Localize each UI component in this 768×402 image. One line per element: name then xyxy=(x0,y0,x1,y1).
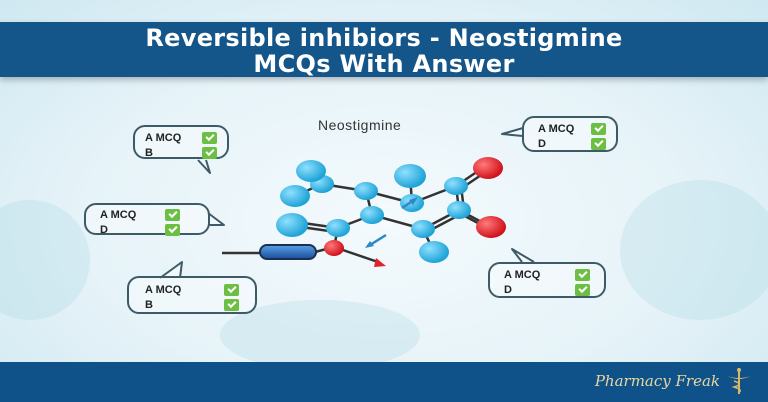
check-icon xyxy=(165,208,180,221)
check-icon xyxy=(224,298,239,311)
check-icon xyxy=(165,223,180,236)
mcq-bubble: A MCQ D xyxy=(488,262,606,298)
title-line-2: MCQs With Answer xyxy=(253,50,515,78)
bubble-line-1: A MCQ xyxy=(538,122,575,135)
mcq-bubble: A MCQ D xyxy=(522,116,618,152)
molecule-title: Neostigmine xyxy=(318,117,402,133)
check-icon xyxy=(202,146,217,159)
background-blob xyxy=(620,180,768,320)
check-icon xyxy=(591,137,606,150)
mcq-bubble: A MCQ D xyxy=(84,203,210,236)
mcq-bubble: A MCQ B xyxy=(133,125,229,159)
mcq-bubble: A MCQ B xyxy=(127,276,257,314)
title-banner: Reversible inhibiors - Neostigmine MCQs … xyxy=(0,22,768,77)
bubble-line-2: D xyxy=(538,137,546,150)
check-icon xyxy=(575,283,590,296)
check-icon xyxy=(591,122,606,135)
check-icon xyxy=(575,268,590,281)
bubble-line-1: A MCQ xyxy=(145,131,182,144)
bubble-line-1: A MCQ xyxy=(100,208,137,221)
caduceus-logo-icon xyxy=(727,368,751,394)
bubble-line-2: B xyxy=(145,298,153,311)
bubble-line-2: D xyxy=(504,283,512,296)
footer-bar xyxy=(0,362,768,402)
background-blob xyxy=(220,300,420,370)
bubble-line-2: B xyxy=(145,146,153,159)
bubble-line-1: A MCQ xyxy=(145,283,182,296)
brand-name: Pharmacy Freak xyxy=(594,372,720,390)
title-line-1: Reversible inhibiors - Neostigmine xyxy=(145,24,623,52)
check-icon xyxy=(202,131,217,144)
bubble-line-2: D xyxy=(100,223,108,236)
check-icon xyxy=(224,283,239,296)
bubble-line-1: A MCQ xyxy=(504,268,541,281)
